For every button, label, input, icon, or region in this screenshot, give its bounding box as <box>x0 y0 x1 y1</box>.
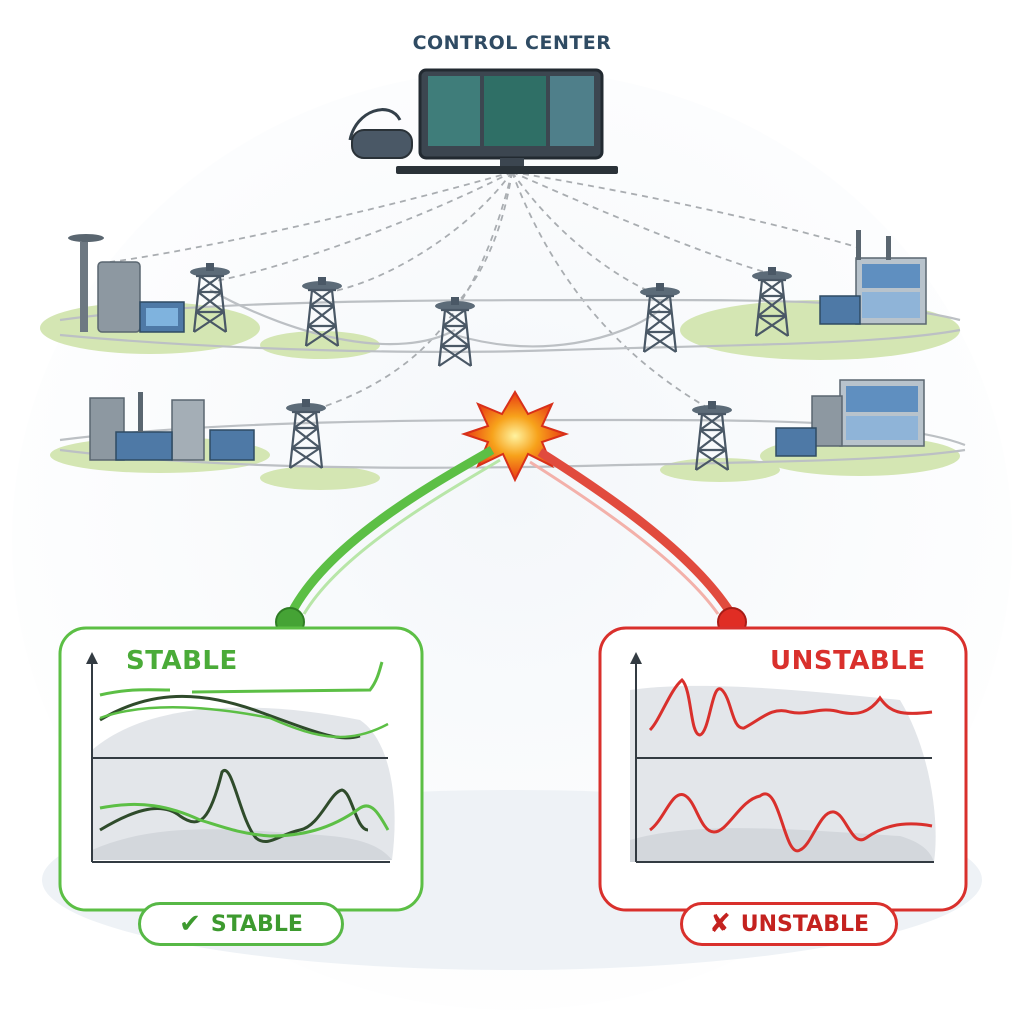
substation-left-lower <box>89 392 255 461</box>
unstable-badge-label: UNSTABLE <box>740 911 870 937</box>
unstable-panel-label: UNSTABLE <box>770 646 926 676</box>
stable-badge-label: STABLE <box>210 911 303 937</box>
stable-panel-label: STABLE <box>126 646 238 676</box>
x-icon: ✘ <box>708 909 731 939</box>
explosion-icon <box>460 390 570 483</box>
page-title: CONTROL CENTER <box>412 32 612 54</box>
stable-panel <box>58 626 424 912</box>
substation-right-lower <box>775 379 925 457</box>
substation-right-upper <box>819 230 927 325</box>
unstable-panel <box>598 626 968 912</box>
check-icon: ✔ <box>179 909 201 939</box>
control-center-monitor <box>348 68 618 174</box>
unstable-badge: ✘ UNSTABLE <box>680 902 898 946</box>
stable-badge: ✔ STABLE <box>138 902 344 946</box>
substation-left-upper <box>68 234 185 333</box>
